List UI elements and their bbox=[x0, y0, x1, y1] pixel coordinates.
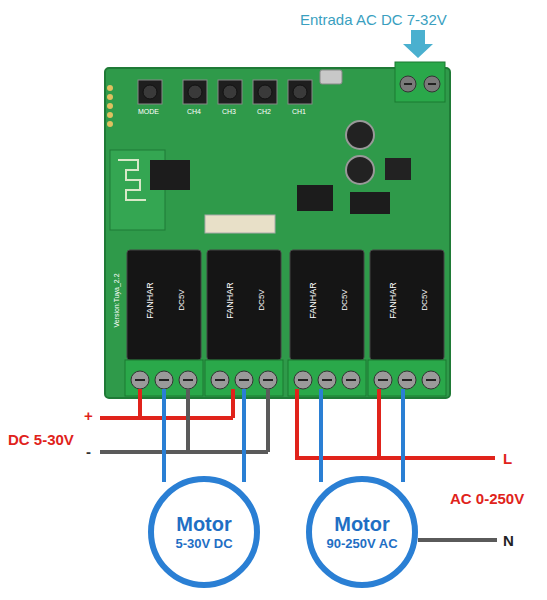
relay-brand: FANHAR bbox=[388, 282, 397, 319]
terminal-screw bbox=[235, 371, 253, 389]
push-button bbox=[218, 80, 242, 104]
button-cap bbox=[143, 85, 157, 99]
relays bbox=[125, 250, 446, 396]
voltage-label: DC 5-30V bbox=[8, 432, 74, 447]
input-terminal bbox=[395, 62, 445, 102]
pin bbox=[107, 121, 113, 127]
header-pins bbox=[107, 85, 113, 127]
terminal-screw bbox=[374, 371, 392, 389]
screw-slot bbox=[402, 379, 412, 381]
button-label: CH4 bbox=[187, 108, 201, 115]
button-label: CH2 bbox=[257, 108, 271, 115]
terminal-screw bbox=[398, 371, 416, 389]
capacitor bbox=[346, 156, 374, 184]
dc-positive-wire bbox=[100, 389, 233, 418]
motor-circle: Motor90-250V AC bbox=[306, 476, 418, 588]
terminal-screw bbox=[211, 371, 229, 389]
motor-circle: Motor5-30V DC bbox=[148, 476, 260, 588]
relay-brand: FANHAR bbox=[145, 282, 154, 319]
relay-rating: DC5V bbox=[341, 289, 349, 310]
neutral-label: N bbox=[503, 533, 514, 548]
screw-slot bbox=[239, 379, 249, 381]
screw-slot bbox=[322, 379, 332, 381]
terminal-screw bbox=[179, 371, 197, 389]
motor-rating: 90-250V AC bbox=[326, 536, 397, 551]
button-cap bbox=[188, 85, 202, 99]
pcb-antenna bbox=[118, 160, 146, 200]
screw-slot bbox=[215, 379, 225, 381]
button-cap bbox=[258, 85, 272, 99]
wifi-chip bbox=[150, 160, 190, 190]
input-label: Entrada AC DC 7-32V bbox=[300, 12, 447, 27]
relay-brand: FANHAR bbox=[308, 282, 317, 319]
ic-chip bbox=[297, 185, 333, 211]
relay bbox=[370, 250, 444, 360]
screw-slot bbox=[298, 379, 308, 381]
terminal-screw bbox=[294, 371, 312, 389]
relay bbox=[127, 250, 201, 360]
screw-slot bbox=[159, 379, 169, 381]
button-label: CH1 bbox=[292, 108, 306, 115]
smd-row bbox=[205, 215, 275, 233]
relay-rating: DC5V bbox=[258, 289, 266, 310]
terminal-screw bbox=[422, 371, 440, 389]
pin bbox=[107, 85, 113, 91]
buttons bbox=[138, 80, 312, 104]
screw-slot bbox=[404, 83, 436, 85]
screw-slot bbox=[263, 379, 273, 381]
screw-slot bbox=[378, 379, 388, 381]
push-button bbox=[183, 80, 207, 104]
inductor bbox=[385, 158, 411, 180]
screw-slot bbox=[346, 379, 356, 381]
relay bbox=[290, 250, 364, 360]
pin bbox=[107, 112, 113, 118]
terminal-screw bbox=[131, 371, 149, 389]
ac-line-wire bbox=[297, 389, 495, 458]
screw-slot bbox=[135, 379, 145, 381]
motor-rating: 5-30V DC bbox=[175, 536, 232, 551]
pin bbox=[107, 94, 113, 100]
polarity-sign: - bbox=[86, 444, 91, 459]
terminal-screw bbox=[155, 371, 173, 389]
motor-title: Motor bbox=[176, 513, 232, 536]
relay-brand: FANHAR bbox=[225, 282, 234, 319]
ic-chip bbox=[350, 192, 390, 214]
button-cap bbox=[293, 85, 307, 99]
motor-ac-wire bbox=[321, 389, 403, 482]
screw-slot bbox=[426, 379, 436, 381]
screw-slot bbox=[183, 379, 193, 381]
pcb-board bbox=[105, 68, 450, 398]
version-label: Version:Tuya_2.2 bbox=[112, 273, 119, 327]
relay-terminal bbox=[288, 360, 366, 396]
button-label: MODE bbox=[138, 108, 159, 115]
button-cap bbox=[223, 85, 237, 99]
terminal-screw bbox=[318, 371, 336, 389]
input-arrow bbox=[403, 30, 433, 58]
relay-rating: DC5V bbox=[178, 289, 186, 310]
terminal-screw bbox=[342, 371, 360, 389]
motor-title: Motor bbox=[334, 513, 390, 536]
ac-neutral-wire bbox=[418, 538, 497, 542]
pin bbox=[107, 103, 113, 109]
polarity-sign: + bbox=[84, 408, 93, 423]
relay bbox=[207, 250, 281, 360]
line-label: L bbox=[503, 451, 512, 466]
push-button bbox=[253, 80, 277, 104]
button-label: CH3 bbox=[222, 108, 236, 115]
terminal-screw bbox=[259, 371, 277, 389]
voltage-label: AC 0-250V bbox=[450, 491, 524, 506]
push-button bbox=[138, 80, 162, 104]
motor-dc-wire bbox=[164, 389, 244, 482]
capacitor bbox=[346, 121, 374, 149]
relay-rating: DC5V bbox=[421, 289, 429, 310]
push-button bbox=[288, 80, 312, 104]
micro-usb bbox=[320, 70, 342, 84]
